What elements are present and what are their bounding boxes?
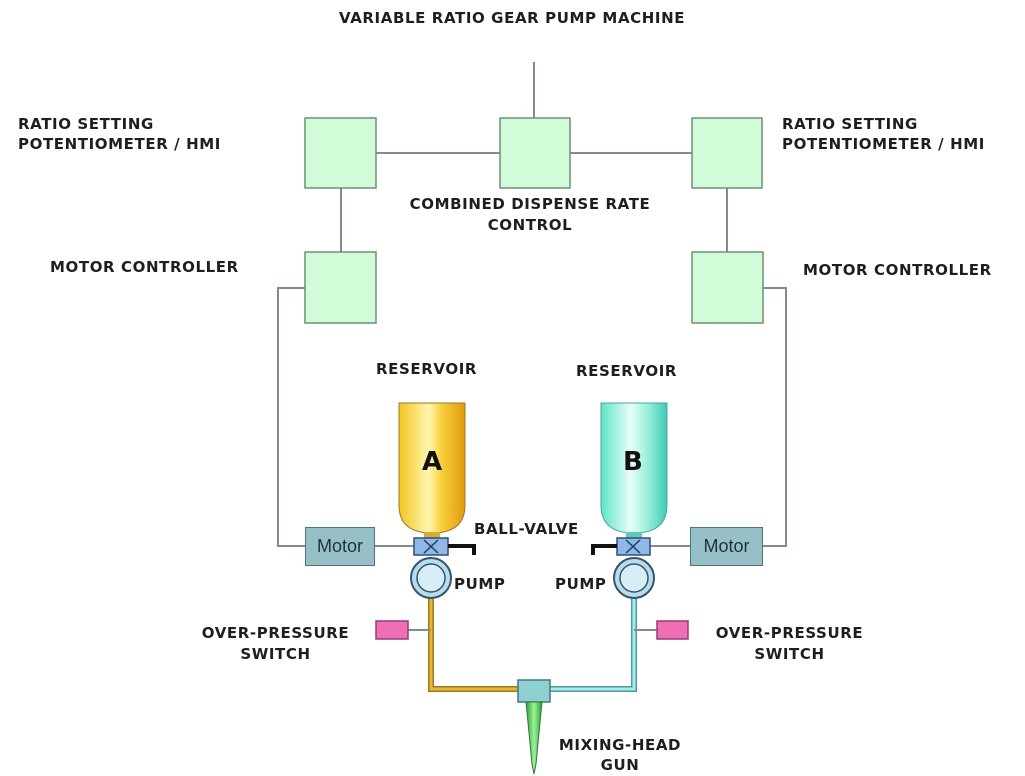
potentiometer-hmi-label-left: POTENTIOMETER / HMI [18, 135, 221, 153]
valve-handle-b [591, 544, 617, 555]
over-pressure-switch-a [375, 620, 409, 640]
reservoir-a-neck [424, 532, 440, 538]
motor-controller-box-left [304, 251, 377, 324]
tank-a-letter: A [422, 447, 443, 477]
pump-label-right: PUMP [555, 575, 607, 593]
control-wiring [277, 62, 787, 547]
combined-dispense-rate-box [499, 117, 571, 189]
fluid-line-b [550, 596, 659, 692]
ball-valve-label: BALL-VALVE [474, 520, 579, 538]
motor-controller-label-left: MOTOR CONTROLLER [50, 258, 239, 276]
ball-valve-a [413, 537, 449, 556]
motor-controller-label-right: MOTOR CONTROLLER [803, 261, 992, 279]
mixing-head-label: MIXING-HEAD [558, 736, 682, 754]
motor-left: Motor [305, 527, 375, 566]
motor-right: Motor [690, 527, 763, 566]
reservoir-label-left: RESERVOIR [376, 360, 478, 378]
ratio-setting-label-left: RATIO SETTING [18, 115, 154, 133]
ratio-hmi-box-right [691, 117, 763, 189]
over-pressure-switch-label-right: SWITCH [754, 645, 825, 663]
over-pressure-label-left: OVER-PRESSURE [201, 624, 350, 642]
mixing-gun [525, 701, 543, 775]
pump-label-left: PUMP [454, 575, 506, 593]
ratio-setting-label-right: RATIO SETTING [782, 115, 918, 133]
over-pressure-label-right: OVER-PRESSURE [715, 624, 864, 642]
over-pressure-switch-b [656, 620, 689, 640]
reservoir-b-neck [626, 532, 642, 538]
combined-dispense-control-label: CONTROL [487, 216, 573, 234]
over-pressure-switch-label-left: SWITCH [240, 645, 311, 663]
mixing-head-gun-label: GUN [600, 756, 640, 774]
potentiometer-hmi-label-right: POTENTIOMETER / HMI [782, 135, 985, 153]
pump-b [613, 557, 655, 599]
reservoir-label-right: RESERVOIR [576, 362, 678, 380]
ball-valve-b [616, 537, 651, 556]
combined-dispense-rate-label: COMBINED DISPENSE RATE [409, 195, 651, 213]
valve-handle-a [448, 544, 476, 555]
mixing-head [517, 679, 551, 703]
ratio-hmi-box-left [304, 117, 377, 189]
pump-a [410, 557, 452, 599]
diagram-title: VARIABLE RATIO GEAR PUMP MACHINE [339, 9, 686, 27]
motor-controller-box-right [691, 251, 764, 324]
tank-b-letter: B [623, 447, 643, 477]
fluid-line-a [395, 596, 518, 692]
